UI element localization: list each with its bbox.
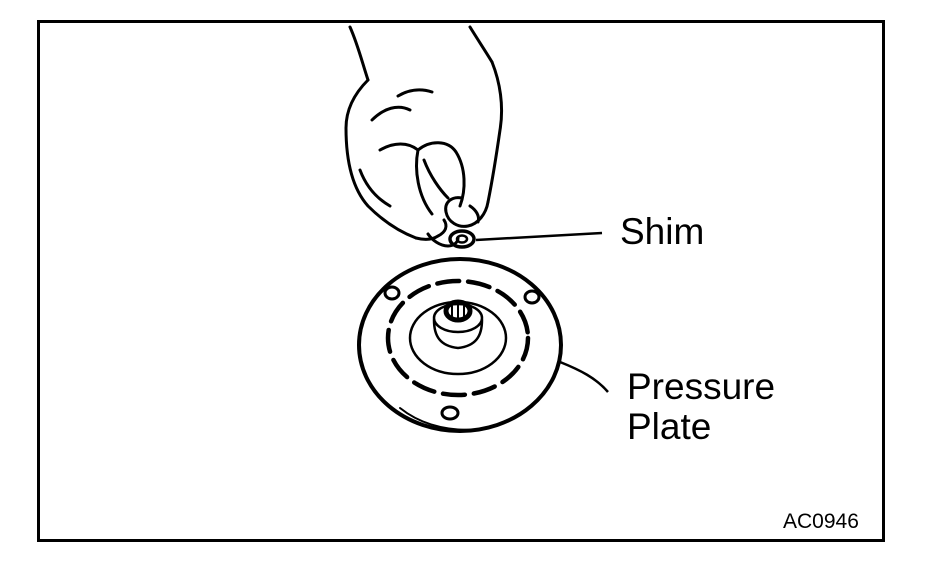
pressure-plate-label-line1: Pressure — [627, 366, 776, 407]
shim-label: Shim — [620, 211, 705, 252]
pressure-plate-leader-line — [559, 360, 609, 393]
pressure-plate-illustration — [357, 257, 563, 433]
shim-washer — [448, 229, 476, 249]
shim-leader-line — [475, 231, 603, 242]
hand-illustration — [344, 25, 504, 248]
figure-code: AC0946 — [783, 510, 859, 533]
pressure-plate-label-line2: Plate — [627, 406, 712, 447]
pressure-plate-label: Pressure Plate — [627, 367, 775, 447]
